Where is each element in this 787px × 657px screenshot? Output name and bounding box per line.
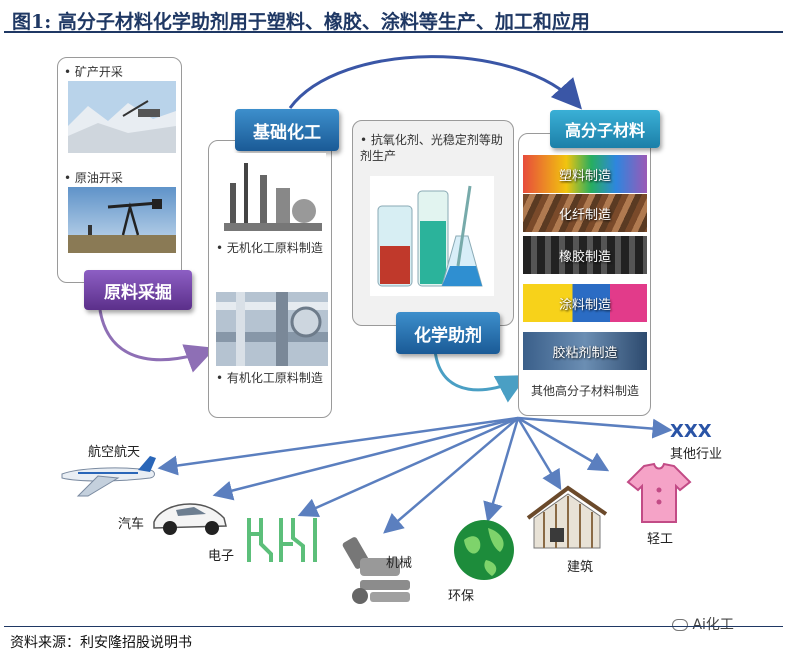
oil-photo bbox=[68, 187, 176, 253]
label-machinery: 机械 bbox=[386, 556, 413, 571]
label-xxx: XXX bbox=[670, 421, 712, 442]
band-other: 其他高分子材料制造 bbox=[523, 372, 647, 408]
title-bar: 图1: 高分子材料化学助剂用于塑料、橡胶、涂料等生产、加工和应用 bbox=[4, 3, 783, 33]
application-arrows bbox=[157, 416, 673, 534]
source-divider bbox=[4, 626, 783, 627]
basic-chemicals-tag: 基础化工 bbox=[235, 109, 339, 151]
circuit-icon bbox=[247, 518, 317, 562]
house-icon bbox=[526, 485, 608, 549]
additives-desc: • 抗氧化剂、光稳定剂等助剂生产 bbox=[360, 133, 503, 163]
curve-raw-to-basic bbox=[98, 309, 216, 373]
page-title: 图1: 高分子材料化学助剂用于塑料、橡胶、涂料等生产、加工和应用 bbox=[12, 11, 590, 33]
airplane-icon bbox=[61, 456, 156, 497]
pipes-photo bbox=[216, 292, 328, 366]
band-coatings: 涂料制造 bbox=[523, 284, 647, 322]
curve-basic-to-polymer bbox=[288, 55, 583, 110]
machinery-icon bbox=[342, 537, 410, 604]
band-adhesives: 胶粘剂制造 bbox=[523, 332, 647, 370]
oil-label: • 原油开采 bbox=[64, 171, 123, 185]
refinery-photo bbox=[216, 153, 326, 235]
band-plastics: 塑料制造 bbox=[523, 155, 647, 193]
label-environment: 环保 bbox=[448, 589, 475, 604]
car-icon bbox=[153, 503, 227, 535]
clothing-icon bbox=[626, 462, 692, 523]
label-light-industry: 轻工 bbox=[647, 532, 674, 547]
additives-tag: 化学助剂 bbox=[396, 312, 500, 354]
label-auto: 汽车 bbox=[118, 517, 145, 532]
band-rubber: 橡胶制造 bbox=[523, 236, 647, 274]
curve-additive-to-polymer bbox=[433, 349, 528, 403]
mining-photo bbox=[68, 81, 176, 153]
globe-icon bbox=[454, 520, 514, 580]
watermark-text: Ai化工 bbox=[692, 617, 734, 633]
polymer-tag: 高分子材料 bbox=[550, 110, 660, 148]
raw-materials-tag: 原料采掘 bbox=[84, 270, 192, 310]
label-other-industry: 其他行业 bbox=[670, 447, 723, 462]
watermark: Ai化工 bbox=[672, 614, 734, 634]
source-note: 资料来源：利安隆招股说明书 bbox=[10, 635, 192, 651]
label-electronics: 电子 bbox=[208, 549, 235, 564]
organic-label: • 有机化工原料制造 bbox=[216, 371, 323, 385]
band-fibers: 化纤制造 bbox=[523, 194, 647, 232]
lab-glassware-photo bbox=[370, 176, 494, 296]
label-construction: 建筑 bbox=[567, 560, 594, 575]
label-aerospace: 航空航天 bbox=[88, 445, 141, 460]
inorganic-label: • 无机化工原料制造 bbox=[216, 241, 323, 255]
mining-label: • 矿产开采 bbox=[64, 65, 123, 79]
wechat-icon bbox=[672, 619, 688, 631]
